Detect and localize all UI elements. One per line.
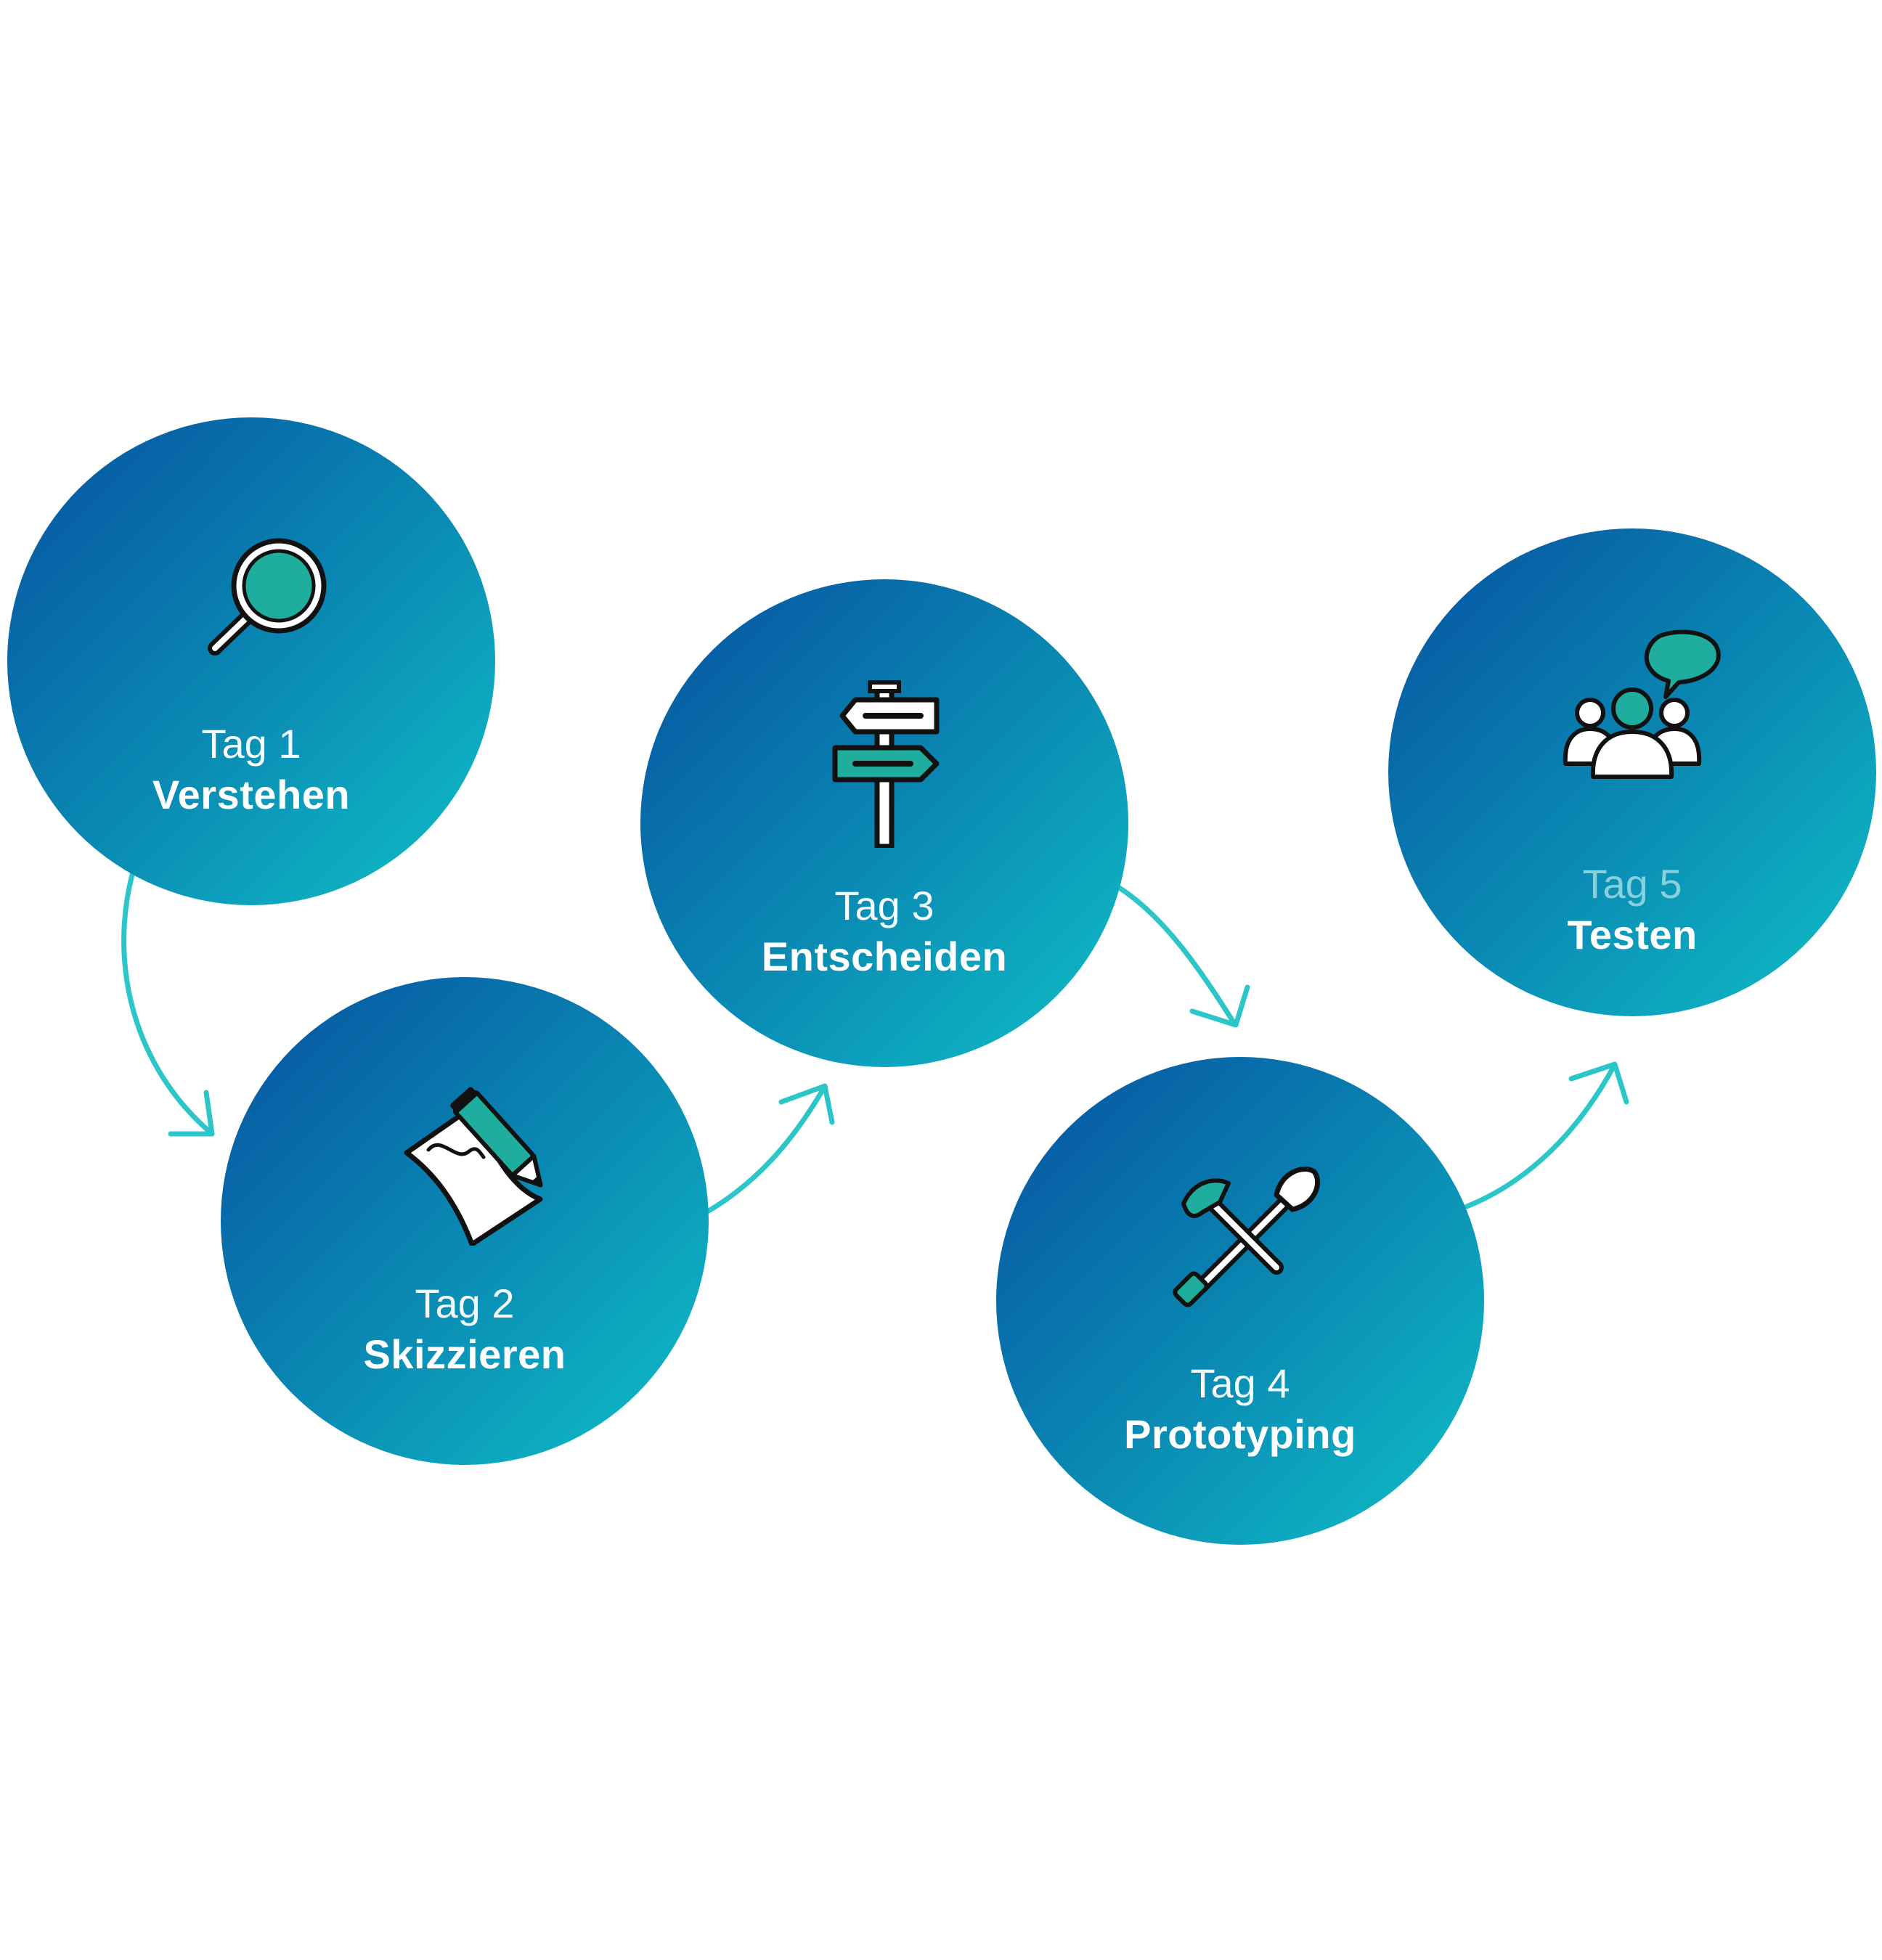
day-2-tag: Tag 2 — [415, 1281, 515, 1326]
magnifier-icon — [142, 512, 360, 686]
day-1-label: Tag 1 Verstehen — [7, 719, 495, 820]
day-1-circle: Tag 1 Verstehen — [7, 417, 495, 905]
day-5-circle: Tag 5 Testen — [1388, 528, 1876, 1016]
day-3-circle: Tag 3 Entscheiden — [640, 579, 1128, 1067]
arrowhead-day2-to-day3 — [778, 1083, 835, 1125]
arrow-day3-to-day4 — [1115, 884, 1237, 1026]
arrowhead-day4-to-day5 — [1568, 1061, 1629, 1105]
day-2-circle: Tag 2 Skizzieren — [221, 977, 709, 1465]
paper-pencil-icon — [356, 1071, 574, 1246]
day-2-name: Skizzieren — [363, 1331, 566, 1377]
day-1-name: Verstehen — [152, 772, 351, 817]
day-5-tag: Tag 5 — [1582, 861, 1682, 907]
arrowhead-day3-to-day4 — [1189, 984, 1250, 1028]
signpost-icon — [775, 674, 993, 848]
arrow-day1-to-day2 — [121, 872, 213, 1135]
day-3-name: Entscheiden — [761, 934, 1008, 979]
day-4-circle: Tag 4 Prototyping — [996, 1057, 1484, 1545]
day-5-name: Testen — [1567, 912, 1698, 957]
day-2-label: Tag 2 Skizzieren — [221, 1278, 709, 1380]
day-4-tag: Tag 4 — [1190, 1360, 1290, 1406]
day-3-label: Tag 3 Entscheiden — [640, 881, 1128, 982]
hammer-shovel-icon — [1131, 1151, 1349, 1326]
day-5-label: Tag 5 Testen — [1388, 859, 1876, 960]
user-group-speech-icon — [1523, 623, 1741, 797]
arrow-day2-to-day3 — [706, 1086, 826, 1214]
day-1-tag: Tag 1 — [201, 721, 301, 767]
day-3-tag: Tag 3 — [834, 883, 934, 928]
arrow-day4-to-day5 — [1464, 1064, 1616, 1209]
day-4-label: Tag 4 Prototyping — [996, 1358, 1484, 1460]
day-4-name: Prototyping — [1124, 1411, 1356, 1457]
arrowhead-day1-to-day2 — [168, 1090, 215, 1137]
